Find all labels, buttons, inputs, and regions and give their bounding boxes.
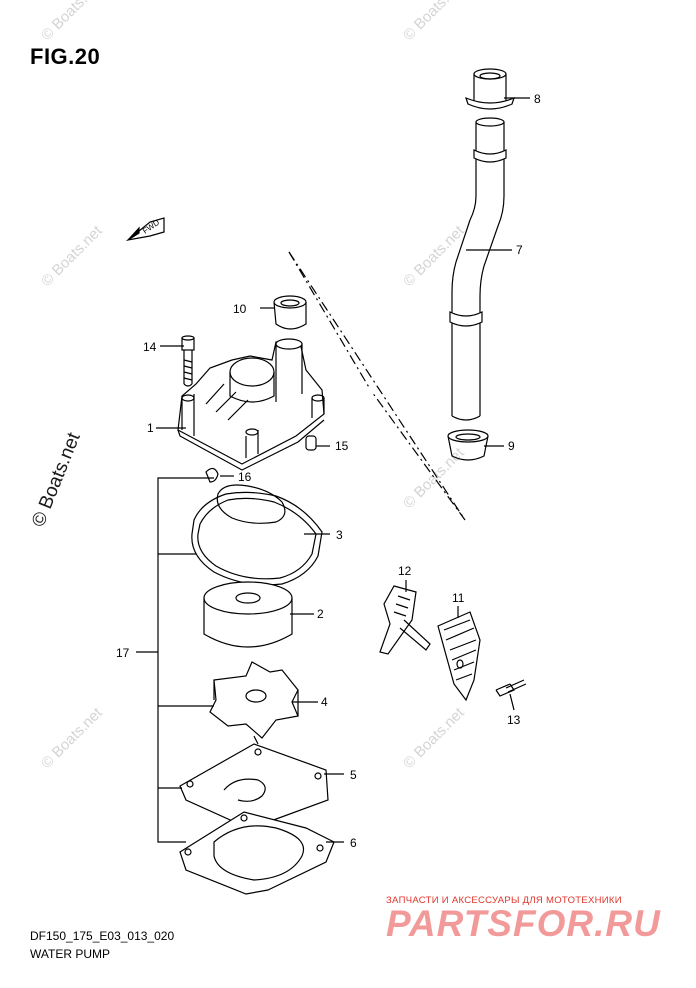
guide-plate [437, 611, 481, 702]
figure-code: DF150_175_E03_013_020 [30, 929, 175, 943]
callout-10: 10 [233, 302, 247, 316]
brand-logo: PARTSFOR.RU [386, 903, 661, 944]
callout-4: 4 [321, 695, 328, 709]
insert [203, 581, 293, 648]
callout-3: 3 [336, 528, 343, 542]
pin [305, 435, 317, 451]
impeller [209, 661, 299, 739]
case-seal [273, 295, 307, 330]
lower-gasket [179, 811, 335, 895]
case-bolt [181, 335, 195, 387]
callout-14: 14 [143, 340, 157, 354]
callout-5: 5 [350, 768, 357, 782]
callout-1: 1 [147, 421, 154, 435]
guide [379, 585, 431, 655]
brand-tagline: ЗАПЧАСТИ И АКСЕССУАРЫ ДЛЯ МОТОТЕХНИКИ [386, 895, 622, 906]
fwd-arrow-icon: FWD [125, 217, 165, 242]
callout-7: 7 [516, 243, 523, 257]
figure-title: FIG.20 [30, 44, 101, 69]
callout-6: 6 [350, 836, 357, 850]
callout-2: 2 [317, 607, 324, 621]
o-ring [191, 484, 323, 586]
figure-caption: WATER PUMP [30, 947, 110, 961]
callout-13: 13 [507, 713, 521, 727]
callout-labels: 1 2 3 4 5 6 7 8 9 10 11 12 13 14 15 16 1… [116, 92, 541, 850]
callout-15: 15 [335, 439, 349, 453]
callout-12: 12 [398, 564, 412, 578]
reference-line [288, 251, 466, 521]
callout-11: 11 [452, 591, 465, 605]
callout-8: 8 [534, 92, 541, 106]
upper-plate-gasket [179, 735, 329, 829]
guide-screw [495, 679, 527, 697]
callout-9: 9 [508, 439, 515, 453]
key [205, 467, 219, 483]
callout-17: 17 [116, 646, 130, 660]
water-tube [449, 117, 507, 421]
upper-tube-seal [465, 68, 515, 110]
callout-16: 16 [238, 470, 252, 484]
lower-tube-seal [447, 429, 489, 461]
pump-case [177, 338, 325, 471]
